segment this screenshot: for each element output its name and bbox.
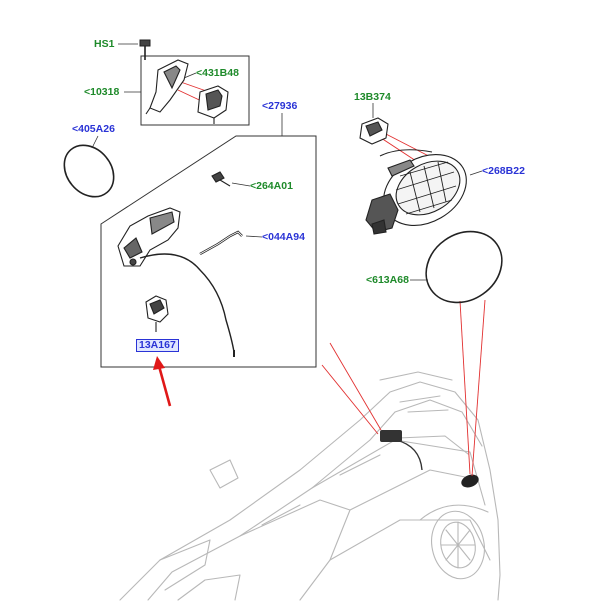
- callout-10318[interactable]: <10318: [84, 86, 120, 98]
- callout-hs1[interactable]: HS1: [94, 38, 115, 50]
- part-10318-bracket: [145, 59, 189, 115]
- part-13a167-actuator: [145, 295, 169, 332]
- part-268b22-filler-housing: [365, 149, 467, 235]
- part-405a26-seal: [63, 144, 115, 198]
- callout-264a01[interactable]: <264A01: [250, 180, 293, 192]
- p268b22-leader: [469, 170, 483, 176]
- actuator-location: [380, 430, 423, 471]
- callout-268b22[interactable]: <268B22: [482, 165, 525, 177]
- red-pointer-arrow: [153, 356, 172, 407]
- frame-upper-subassembly: [140, 55, 250, 126]
- callout-613a68[interactable]: <613A68: [366, 274, 409, 286]
- vehicle-outline: [119, 371, 501, 601]
- callout-27936[interactable]: <27936: [262, 100, 298, 112]
- part-264a01-pin: [211, 171, 231, 187]
- part-431b48-housing: [197, 85, 229, 124]
- part-release-mechanism: [117, 207, 181, 267]
- p405a26-leader: [91, 135, 99, 149]
- callout-13a167[interactable]: 13A167: [136, 339, 179, 352]
- hs1-screw: [139, 39, 151, 60]
- frame-27936-subassembly: [100, 135, 317, 368]
- p431b48-leader: [183, 72, 197, 79]
- fuel-flap-location: [461, 474, 479, 488]
- part-613a68-flap: [425, 230, 503, 304]
- p044a94-leader: [245, 235, 263, 238]
- red-leader-lines: [174, 79, 486, 477]
- part-13b374-lock: [359, 117, 389, 145]
- p264a01-leader: [231, 182, 251, 187]
- callout-405a26[interactable]: <405A26: [72, 123, 115, 135]
- callout-431b48[interactable]: <431B48: [196, 67, 239, 79]
- callout-044a94[interactable]: <044A94: [262, 231, 305, 243]
- part-release-cable: [139, 253, 235, 353]
- part-044a94-hose-inner: [199, 231, 243, 255]
- callout-13b374[interactable]: 13B374: [354, 91, 391, 103]
